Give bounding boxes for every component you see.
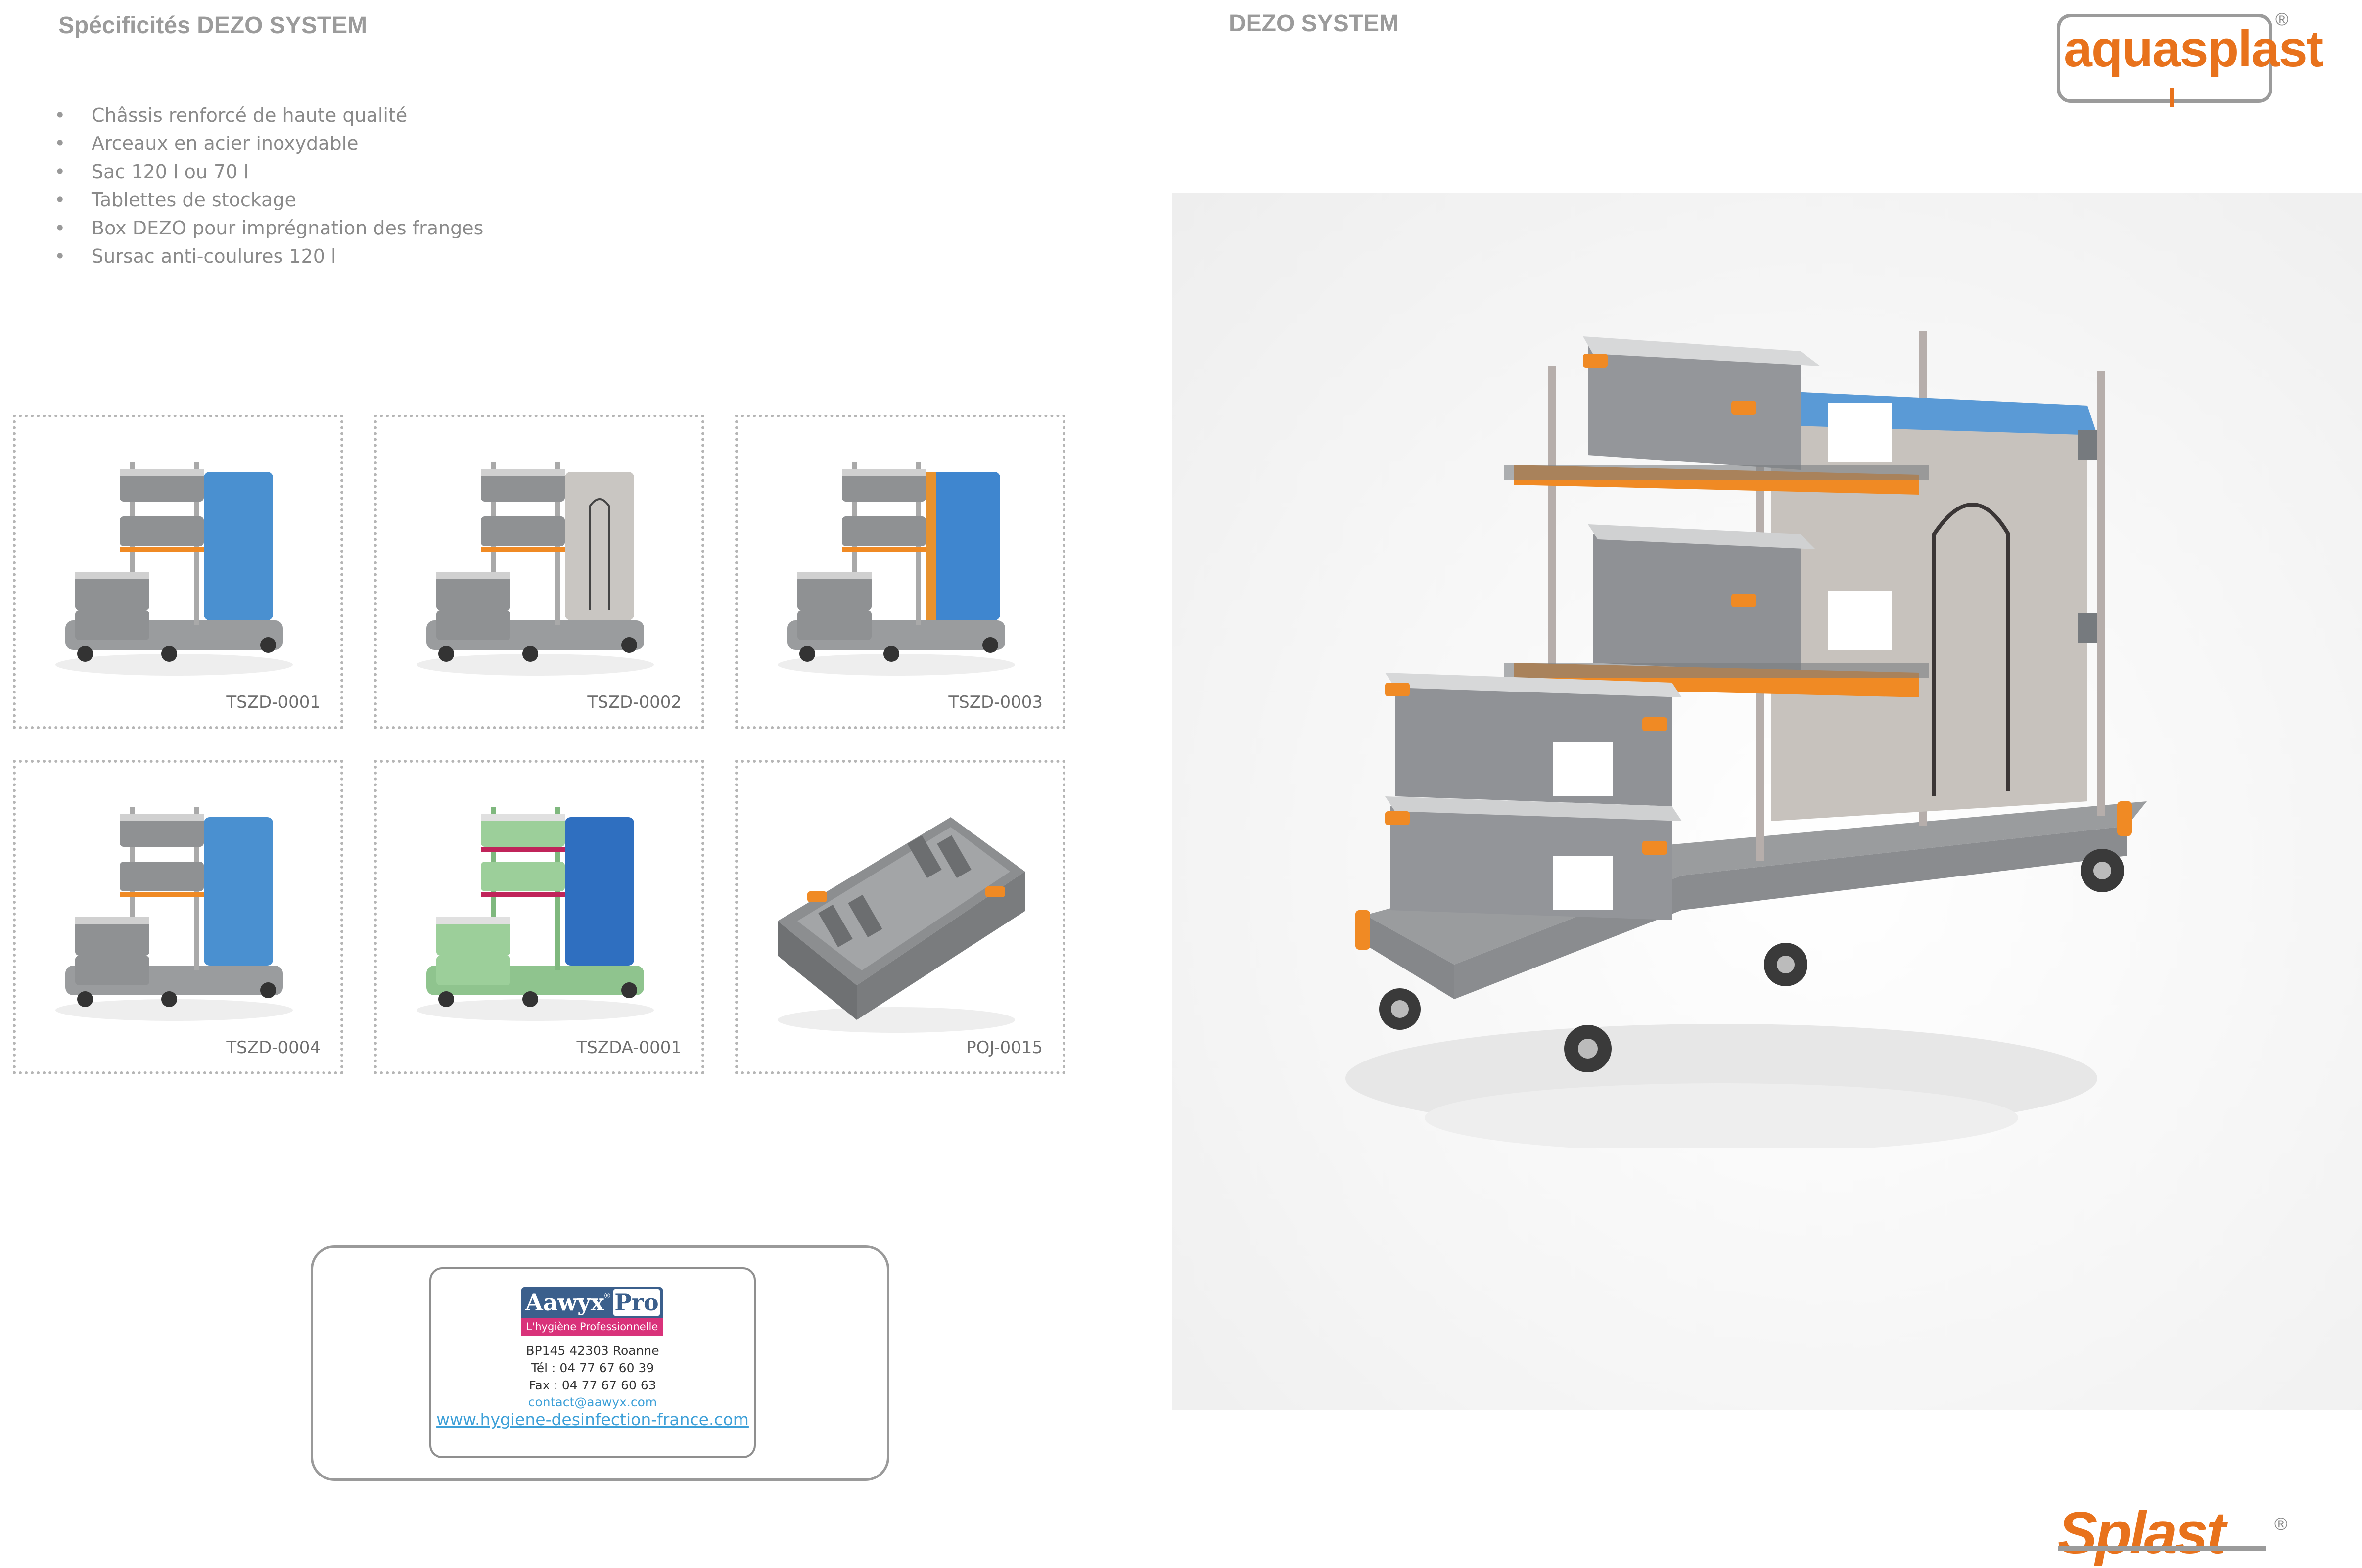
product-code: TSZD-0002 <box>587 692 682 712</box>
contact-address: BP145 42303 Roanne <box>526 1343 659 1358</box>
contact-website-link[interactable]: www.hygiene-desinfection-france.com <box>436 1410 749 1429</box>
product-tile-tszda-0001[interactable]: TSZDA-0001 <box>374 760 704 1074</box>
product-code: TSZD-0004 <box>226 1038 321 1058</box>
feature-item: Châssis renforcé de haute qualité <box>54 101 483 130</box>
cart-thumbnail-icon <box>55 462 293 676</box>
contact-email-link[interactable]: contact@aawyx.com <box>528 1395 657 1409</box>
cart-thumbnail-icon <box>417 807 654 1021</box>
aquasplast-logo <box>2057 14 2272 103</box>
product-code: POJ-0015 <box>966 1038 1043 1058</box>
product-tile-tszd-0004[interactable]: TSZD-0004 <box>13 760 343 1074</box>
aawyx-logo-suffix: Pro <box>613 1289 660 1316</box>
product-tile-tszd-0003[interactable]: TSZD-0003 <box>735 415 1065 729</box>
aawyx-logo-reg: ® <box>604 1292 610 1300</box>
hero-cart-image-icon <box>1345 331 2147 1148</box>
contact-card-frame <box>311 1245 889 1481</box>
feature-item: Sac 120 l ou 70 l <box>54 158 483 186</box>
aquasplast-logo-mark <box>2170 88 2174 107</box>
cart-thumbnail-icon <box>778 462 1015 676</box>
aawyx-logo-name: Aawyx <box>525 1289 604 1316</box>
feature-item: Box DEZO pour imprégnation des franges <box>54 214 483 242</box>
product-tile-tszd-0002[interactable]: TSZD-0002 <box>374 415 704 729</box>
product-code: TSZD-0003 <box>948 692 1043 712</box>
splast-registered-mark: ® <box>2274 1514 2288 1534</box>
cart-thumbnail-icon <box>417 462 654 676</box>
feature-list: Châssis renforcé de haute qualité Arceau… <box>54 101 483 271</box>
contact-fax: Fax : 04 77 67 60 63 <box>529 1378 656 1392</box>
cart-thumbnail-icon <box>55 807 293 1021</box>
product-code: TSZDA-0001 <box>576 1038 682 1058</box>
splast-logo: Splast <box>2058 1500 2226 1566</box>
page-title: Spécificités DEZO SYSTEM <box>58 12 368 39</box>
feature-item: Sursac anti-coulures 120 l <box>54 242 483 271</box>
registered-mark: ® <box>2275 9 2289 29</box>
product-code: TSZD-0001 <box>226 692 321 712</box>
product-tile-tszd-0001[interactable]: TSZD-0001 <box>13 415 343 729</box>
section-title: DEZO SYSTEM <box>1229 10 1399 37</box>
box-thumbnail-icon <box>778 817 1025 1033</box>
contact-tel: Tél : 04 77 67 60 39 <box>531 1361 654 1375</box>
aquasplast-logo-text: aquasplast <box>2064 20 2323 78</box>
feature-item: Arceaux en acier inoxydable <box>54 130 483 158</box>
product-tile-poj-0015[interactable]: POJ-0015 <box>735 760 1065 1074</box>
feature-item: Tablettes de stockage <box>54 186 483 214</box>
splast-logo-underline <box>2058 1546 2266 1551</box>
aawyx-tagline: L'hygiène Professionnelle <box>521 1318 663 1336</box>
